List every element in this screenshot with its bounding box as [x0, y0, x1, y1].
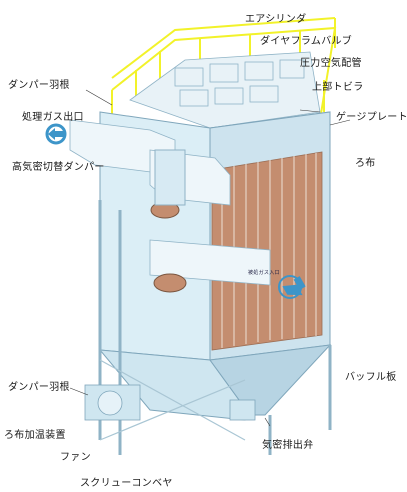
label-fan: ファン — [60, 452, 91, 463]
label-gas-inlet-tag: 被処ガス入口 — [248, 270, 280, 276]
label-air-cylinder: エアシリンダ — [245, 14, 307, 25]
label-screw-conveyor: スクリューコンベヤ — [80, 478, 173, 489]
label-damper-blade-top: ダンパー羽根 — [8, 80, 70, 91]
label-dust-discharge-valve: 気密排出弁 — [262, 440, 314, 451]
label-filter-cloth: ろ布 — [355, 158, 376, 169]
label-baffle-plate: バッフル板 — [345, 372, 397, 383]
hopper — [98, 344, 332, 421]
label-filter-cloth-heater: ろ布加温装置 — [4, 430, 66, 441]
label-damper-blade-bottom: ダンパー羽根 — [8, 382, 70, 393]
leader-lines — [69, 89, 351, 427]
label-upper-door: 上部トビラ — [312, 82, 364, 93]
fan-unit — [84, 384, 141, 421]
label-treated-gas-outlet: 処理ガス出口 — [22, 112, 84, 123]
label-gauge-plate: ゲージプレート — [336, 112, 407, 123]
roof-equipment — [129, 51, 321, 129]
railing — [111, 17, 337, 133]
gas-flow-arrows — [45, 123, 306, 299]
label-compressed-air-piping: 圧力空気配管 — [300, 58, 362, 69]
damper-discs — [150, 149, 187, 293]
label-hermetic-switch-damper: 高気密切替ダンパー — [12, 162, 105, 173]
label-diaphragm-valve: ダイヤフラムバルブ — [260, 36, 353, 47]
conveyor — [229, 399, 256, 421]
leg-bracing — [99, 359, 246, 441]
